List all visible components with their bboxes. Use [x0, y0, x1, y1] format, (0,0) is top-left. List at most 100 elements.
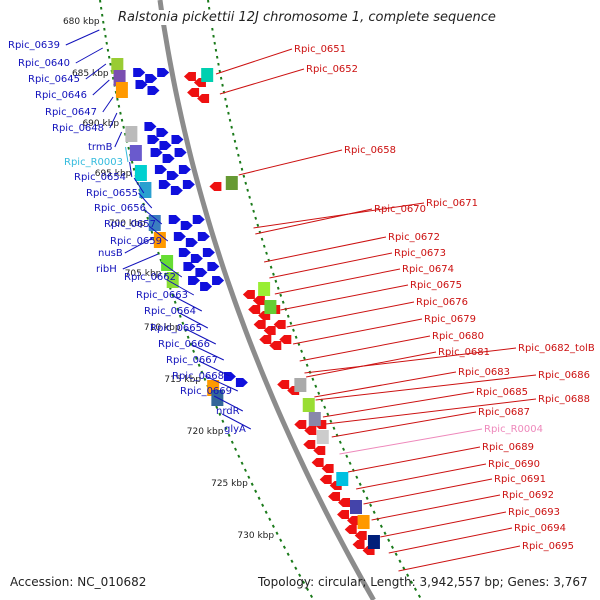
forward-gene-arrow	[166, 171, 179, 180]
tick-mark	[301, 580, 306, 584]
tick-mark	[240, 461, 244, 465]
forward-gene-arrow	[144, 122, 157, 131]
tick-mark	[252, 209, 255, 213]
gene-label: Rpic_0670	[374, 204, 426, 215]
tick-mark	[257, 496, 261, 500]
reverse-gene-arrow	[319, 475, 332, 484]
tick-mark	[238, 160, 242, 164]
leader-line	[371, 494, 501, 521]
tick-mark	[264, 510, 268, 514]
tick-mark	[298, 573, 302, 577]
gene-label: Rpic_0690	[488, 459, 540, 470]
tick-mark	[409, 580, 414, 584]
tick-mark	[240, 167, 244, 171]
feature-block	[264, 300, 277, 314]
leader-line	[356, 463, 487, 490]
tick-mark	[286, 552, 290, 556]
tick-mark	[394, 552, 398, 556]
tick-mark	[292, 328, 295, 332]
ruler-label: 705 kbp	[125, 269, 162, 279]
forward-gene-arrow	[182, 180, 195, 189]
leader-line	[75, 47, 103, 64]
reverse-gene-arrow	[313, 446, 326, 455]
gene-label: Rpic_0695	[522, 541, 574, 552]
leader-line	[274, 268, 401, 295]
tick-mark	[387, 538, 391, 542]
leader-line	[322, 391, 475, 418]
leader-line	[219, 68, 305, 95]
tick-mark	[247, 475, 251, 479]
gene-label: Rpic_0666	[158, 339, 210, 350]
leader-line	[172, 295, 203, 312]
tick-mark	[417, 594, 422, 598]
feature-block	[336, 472, 349, 486]
track-layer	[99, 0, 422, 600]
gene-label: Rpic_0668	[172, 371, 224, 382]
tick-mark	[275, 531, 279, 535]
tick-mark	[173, 300, 177, 304]
leader-line	[380, 511, 507, 538]
tick-mark	[127, 146, 130, 150]
gene-label: Rpic_0688	[538, 394, 590, 405]
feature-block	[367, 535, 380, 549]
tick-mark	[242, 174, 246, 178]
feature-block	[258, 282, 271, 296]
tick-mark	[164, 272, 167, 276]
reverse-gene-arrow	[347, 516, 360, 525]
tick-mark	[227, 111, 230, 115]
forward-gene-arrow	[147, 86, 160, 95]
forward-gene-arrow	[170, 186, 183, 195]
tick-mark	[142, 202, 145, 206]
forward-gene-arrow	[157, 68, 170, 77]
tick-mark	[237, 454, 241, 458]
reverse-gene-arrow	[328, 492, 341, 501]
tick-mark	[369, 503, 373, 507]
leader-line	[148, 225, 169, 242]
leader-line	[133, 177, 145, 194]
reverse-gene-arrow	[352, 540, 365, 549]
forward-gene-arrow	[235, 378, 248, 387]
tick-mark	[261, 503, 265, 507]
tick-mark	[398, 559, 402, 563]
gene-label: Rpic_0663	[136, 290, 188, 301]
tick-mark	[130, 160, 134, 164]
gene-label: Rpic_0656	[94, 203, 146, 214]
forward-gene-arrow	[192, 215, 205, 224]
tick-mark	[260, 237, 264, 241]
tick-mark	[268, 517, 272, 521]
reverse-gene-arrow	[252, 296, 265, 305]
leader-line	[138, 192, 153, 209]
reverse-gene-arrow	[337, 510, 350, 519]
feature-block	[201, 68, 214, 82]
reverse-gene-arrow	[209, 182, 222, 191]
tick-mark	[279, 293, 283, 297]
tick-mark	[294, 335, 298, 339]
forward-gene-arrow	[162, 154, 175, 163]
tick-mark	[146, 216, 150, 220]
forward-gene-arrow	[195, 268, 208, 277]
forward-gene-arrow	[188, 276, 201, 285]
gene-label: Rpic_R0003	[64, 157, 123, 168]
leader-line	[304, 347, 517, 374]
feature-block	[302, 398, 315, 412]
tick-mark	[246, 188, 249, 192]
gene-label: Rpic_0675	[410, 280, 462, 291]
tick-mark	[171, 293, 175, 297]
gene-label: Rpic_0655	[86, 188, 138, 199]
tick-mark	[186, 335, 190, 339]
forward-gene-arrow	[158, 180, 171, 189]
gene-label: Rpic_0692	[502, 490, 554, 501]
ruler-label: 710 kbp	[144, 323, 181, 333]
gene-label: Rpic_0664	[144, 306, 196, 317]
tick-mark	[302, 356, 306, 360]
tick-mark	[269, 265, 273, 269]
leader-line	[286, 301, 415, 328]
tick-mark	[181, 321, 185, 325]
ruler-label: 725 kbp	[211, 479, 248, 489]
reverse-gene-arrow	[273, 320, 286, 329]
tick-mark	[228, 118, 232, 122]
leader-line	[65, 29, 100, 46]
leader-line	[292, 318, 423, 345]
gene-label: Rpic_0639	[8, 40, 60, 51]
